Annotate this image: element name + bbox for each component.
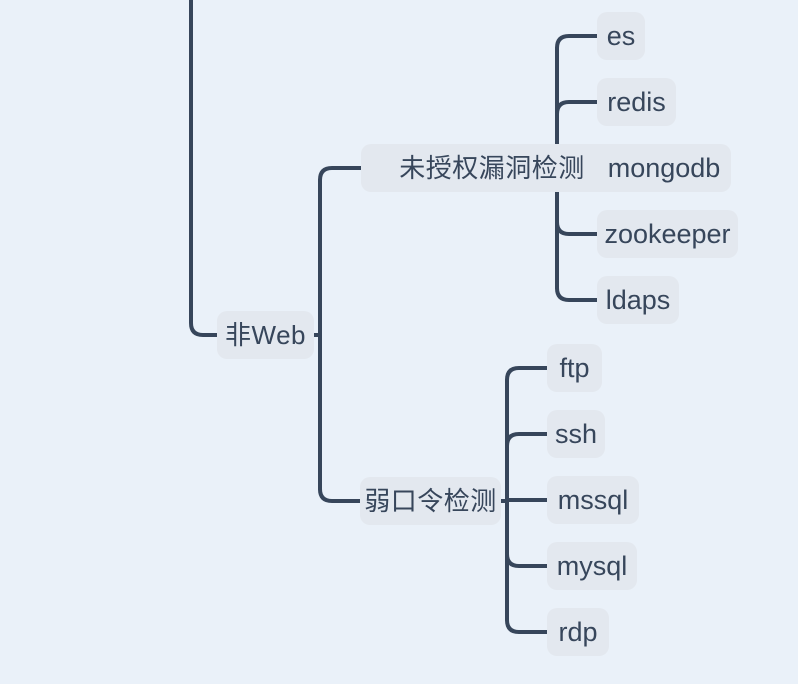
mindmap-node-label-redis: redis (607, 86, 666, 117)
edge-unauth-vuln-detection-to-es (555, 34, 599, 50)
edge-unauth-vuln-detection-to-zookeeper (555, 220, 599, 236)
mindmap-node-mongodb[interactable]: mongodb (597, 144, 731, 192)
mindmap-node-label-unauth-vuln-detection: 未授权漏洞检测 (399, 153, 585, 183)
mindmap-node-redis[interactable]: redis (597, 78, 676, 126)
mindmap-node-ldaps[interactable]: ldaps (597, 276, 679, 324)
mindmap-node-weak-password-detection[interactable]: 弱口令检测 (360, 477, 501, 525)
mindmap-node-mysql[interactable]: mysql (547, 542, 637, 590)
mindmap-node-label-ldaps: ldaps (605, 284, 671, 315)
edge-weak-password-detection-to-ftp (505, 366, 549, 382)
edge-non-web-to-unauth-vuln-detection (318, 166, 363, 182)
edge-weak-password-detection-to-rdp (505, 618, 549, 634)
edge-unauth-vuln-detection-to-redis (555, 100, 599, 116)
mindmap-node-label-zookeeper: zookeeper (604, 218, 731, 249)
mindmap-node-non-web[interactable]: 非Web (217, 311, 314, 359)
mindmap-node-ftp[interactable]: ftp (547, 344, 602, 392)
mindmap-node-label-weak-password-detection: 弱口令检测 (364, 486, 497, 516)
mindmap-node-label-mssql: mssql (557, 484, 629, 515)
mindmap-node-label-mysql: mysql (556, 550, 628, 581)
mindmap-node-zookeeper[interactable]: zookeeper (597, 210, 738, 258)
edge-weak-password-detection-to-ssh (505, 432, 549, 448)
mindmap-node-label-es: es (606, 20, 636, 51)
mindmap-node-es[interactable]: es (597, 12, 645, 60)
mindmap-node-label-rdp: rdp (558, 616, 598, 647)
mindmap-node-label-ssh: ssh (554, 418, 598, 449)
mindmap-node-rdp[interactable]: rdp (547, 608, 609, 656)
mindmap-node-label-ftp: ftp (559, 352, 590, 383)
mindmap-node-mssql[interactable]: mssql (547, 476, 639, 524)
mindmap-node-label-mongodb: mongodb (607, 152, 721, 183)
mindmap-node-unauth-vuln-detection[interactable]: 未授权漏洞检测 (361, 144, 623, 192)
mindmap-node-label-non-web: 非Web (225, 320, 306, 350)
edge-non-web-to-weak-password-detection (318, 487, 362, 503)
edge-weak-password-detection-to-mysql (505, 552, 549, 568)
edge-unauth-vuln-detection-to-ldaps (555, 286, 599, 302)
mindmap-node-ssh[interactable]: ssh (547, 410, 605, 458)
edge-trunk-to-root (189, 0, 219, 337)
